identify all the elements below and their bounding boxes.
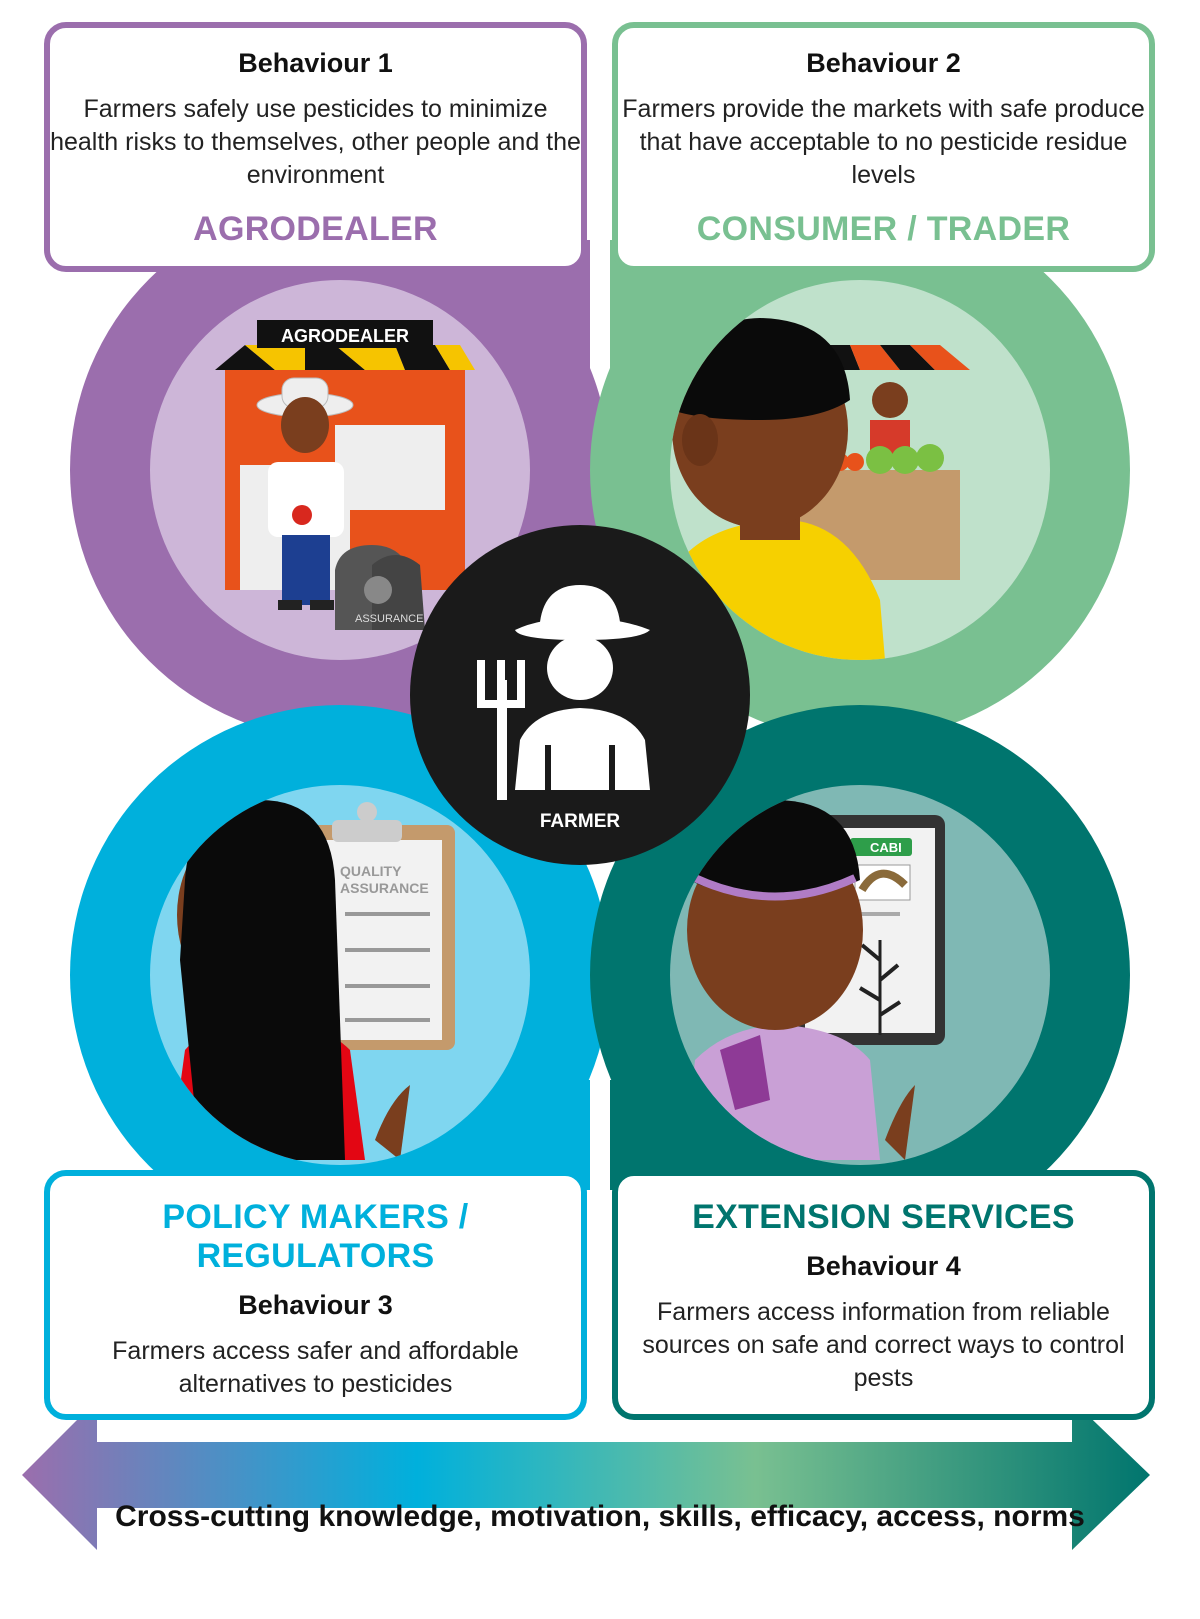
cross-cutting-arrow: [22, 1400, 1150, 1550]
behaviour-1-title: Behaviour 1: [238, 48, 393, 78]
behaviour-3-title: Behaviour 3: [238, 1290, 393, 1320]
box-consumer-trader: Behaviour 2 Farmers provide the markets …: [612, 22, 1155, 272]
clipboard: QUALITY ASSURANCE: [310, 802, 455, 1050]
behaviour-3-description: Farmers access safer and affordable alte…: [112, 1337, 519, 1398]
box-extension-services: EXTENSION SERVICES Behaviour 4 Farmers a…: [612, 1170, 1155, 1420]
clipboard-line2: ASSURANCE: [340, 880, 429, 896]
tablet-logo: CABI: [870, 840, 902, 855]
pesticide-bags: ASSURANCE: [335, 545, 425, 630]
shop-sign-board: [257, 320, 433, 348]
behaviour-2-title: Behaviour 2: [806, 48, 961, 78]
box-agrodealer: Behaviour 1 Farmers safely use pesticide…: [44, 22, 587, 272]
role-extension-services: EXTENSION SERVICES: [692, 1198, 1075, 1236]
shop-sign-text: AGRODEALER: [281, 326, 409, 346]
role-policy-makers: POLICY MAKERS / REGULATORS: [162, 1198, 469, 1275]
cross-cutting-text: Cross-cutting knowledge, motivation, ski…: [115, 1500, 1085, 1533]
behaviour-1-description: Farmers safely use pesticides to minimiz…: [50, 95, 581, 189]
farmer-label: FARMER: [540, 811, 621, 832]
behaviour-2-description: Farmers provide the markets with safe pr…: [622, 95, 1145, 189]
agrodealer-illustration: AGRODEALER ASSURANCE: [215, 320, 475, 630]
box-policy-makers: POLICY MAKERS / REGULATORS Behaviour 3 F…: [44, 1170, 587, 1420]
policy-makers-illustration: QUALITY ASSURANCE: [170, 800, 455, 1160]
svg-text:ASSURANCE: ASSURANCE: [355, 613, 423, 625]
agrodealer-person: [256, 377, 354, 610]
behaviour-4-title: Behaviour 4: [806, 1251, 961, 1281]
extension-person: [685, 800, 915, 1160]
extension-services-illustration: CABI: [685, 800, 945, 1160]
role-consumer-trader: CONSUMER / TRADER: [696, 210, 1071, 248]
behaviour-4-description: Farmers access information from reliable…: [642, 1298, 1125, 1392]
role-agrodealer: AGRODEALER: [193, 210, 438, 248]
clipboard-line1: QUALITY: [340, 863, 402, 879]
shop-awning: [215, 345, 475, 370]
policy-person: [170, 800, 410, 1160]
